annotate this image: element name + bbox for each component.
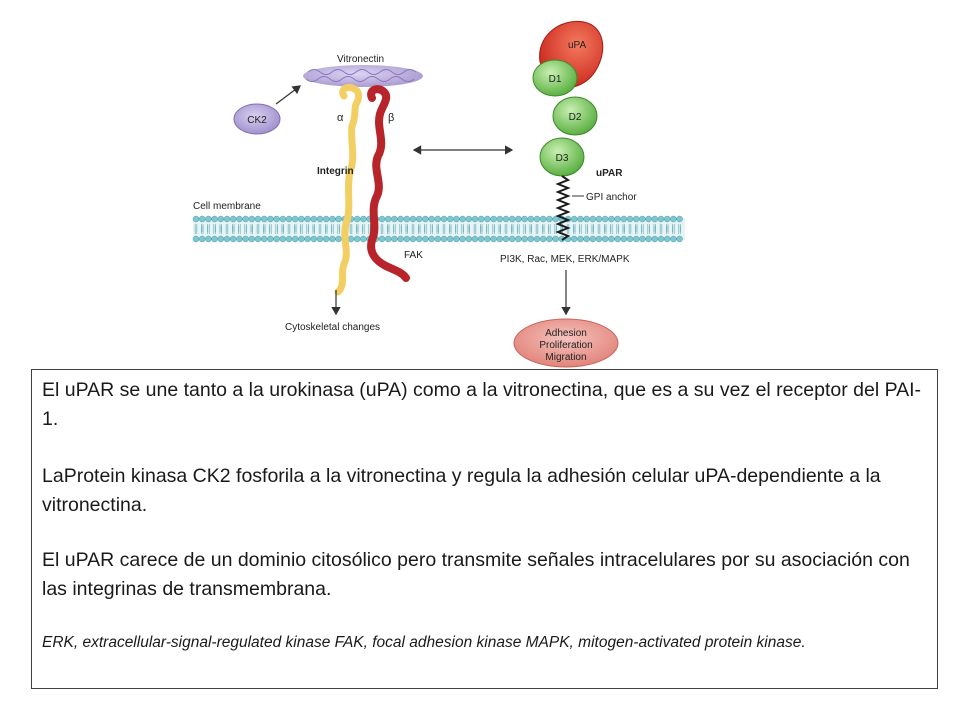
integrin-label: Integrin [317, 166, 354, 177]
outcomes-ellipse [513, 318, 619, 368]
beta-label: β [388, 112, 394, 124]
cell-membrane [192, 215, 685, 243]
upar-label: uPAR [596, 168, 623, 179]
d2-label: D2 [569, 112, 582, 123]
outcome-adhesion: Adhesion [545, 328, 587, 339]
outcome-migration: Migration [545, 352, 586, 363]
alpha-label: α [337, 112, 344, 124]
caption-box: El uPAR se une tanto a la urokinasa (uPA… [31, 369, 938, 689]
d1-label: D1 [549, 74, 562, 85]
upar-integrin-diagram: Cell membrane Vitronectin CK2 α β Integr… [192, 20, 685, 368]
ck2-label: CK2 [247, 115, 267, 126]
caption-paragraph: LaProtein kinasa CK2 fosforila a la vitr… [42, 465, 881, 516]
signaling-label: PI3K, Rac, MEK, ERK/MAPK [500, 254, 630, 265]
gpi-anchor [555, 175, 571, 241]
ck2-arrow [275, 85, 301, 105]
cell-membrane-label: Cell membrane [193, 201, 261, 212]
upar-domain-d2 [552, 96, 598, 136]
caption-paragraph: El uPAR se une tanto a la urokinasa (uPA… [42, 379, 922, 430]
upa-label: uPA [568, 40, 586, 51]
ck2-kinase [233, 103, 281, 135]
fak-label: FAK [404, 250, 423, 261]
cytoskeletal-label: Cytoskeletal changes [285, 322, 380, 333]
upar-domain-d1 [532, 59, 578, 97]
vitronectin [303, 65, 423, 87]
gpi-anchor-label: GPI anchor [586, 192, 637, 203]
outcome-proliferation: Proliferation [539, 340, 592, 351]
integrin-alpha-chain [334, 84, 363, 296]
caption-paragraph: El uPAR carece de un dominio citosólico … [42, 549, 910, 600]
abbreviations-note: ERK, extracellular-signal-regulated kina… [42, 634, 806, 651]
vitronectin-label: Vitronectin [337, 54, 384, 65]
d3-label: D3 [556, 153, 569, 164]
integrin-beta-chain [367, 85, 410, 282]
